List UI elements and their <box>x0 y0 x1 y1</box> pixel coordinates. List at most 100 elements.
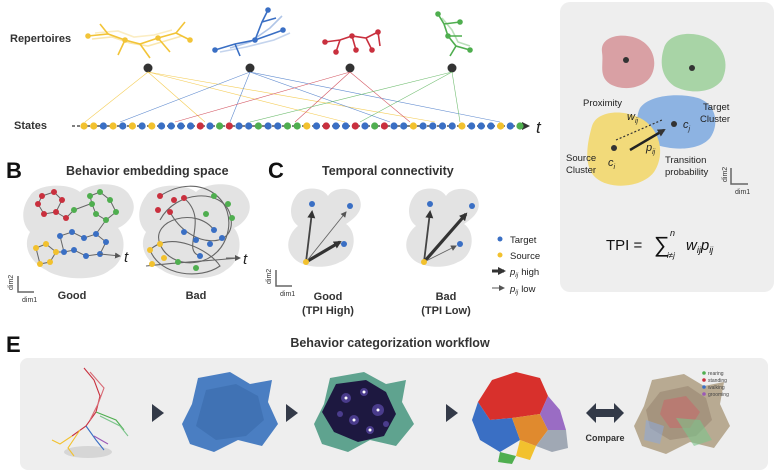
workflow-arrow-3 <box>446 404 458 422</box>
state-dot <box>216 122 224 130</box>
svg-text:∑: ∑ <box>654 232 670 257</box>
panel-c-axes: dim2 dim1 <box>266 269 295 298</box>
target-cluster-label-2: Cluster <box>700 114 730 125</box>
state-dot <box>380 122 388 130</box>
proximity-line <box>615 119 663 141</box>
connectivity-good <box>288 188 361 267</box>
repertoire-node-4 <box>447 63 457 73</box>
cj-label: cj <box>683 119 691 133</box>
transition-label-2: probability <box>665 167 709 178</box>
panel-c-bad-label-1: Bad <box>436 291 457 303</box>
workflow-clusters <box>472 372 568 464</box>
state-sequence <box>80 122 524 130</box>
panel-d: Proximity Target Cluster Source Cluster … <box>560 2 774 292</box>
state-dot <box>274 122 282 130</box>
state-dot <box>283 122 292 130</box>
state-dot <box>458 122 466 130</box>
tpi-formula: TPI = ∑ n i≠j wijpij <box>606 228 714 260</box>
panel-e-letter: E <box>6 332 21 357</box>
cluster-source <box>587 112 661 186</box>
state-dot <box>390 122 398 130</box>
state-dot <box>322 122 330 130</box>
state-dot <box>225 122 233 130</box>
state-dot <box>80 122 88 130</box>
panel-c: C Temporal connectivity Good (TPI High) <box>266 158 540 317</box>
panel-c-letter: C <box>268 158 284 183</box>
connectivity-bad <box>406 188 479 267</box>
svg-text:wijpij: wijpij <box>686 237 714 255</box>
state-dot <box>312 122 321 130</box>
state-dot <box>99 122 107 130</box>
state-dot <box>448 122 456 130</box>
panel-b-dim2: dim2 <box>8 275 15 290</box>
target-cluster-label-1: Target <box>703 102 730 113</box>
panel-c-title: Temporal connectivity <box>322 164 454 178</box>
repertoire-green <box>435 11 473 57</box>
legend-target: Target <box>510 235 537 246</box>
state-dot <box>506 122 514 130</box>
state-dot <box>477 122 485 130</box>
workflow-arrow-1 <box>152 404 164 422</box>
panel-c-dim1: dim1 <box>280 291 295 298</box>
state-dot <box>419 122 427 130</box>
state-dot <box>119 122 127 130</box>
source-cluster-label-2: Cluster <box>566 165 596 176</box>
panel-d-dim1: dim1 <box>735 189 750 196</box>
state-dot <box>157 122 166 130</box>
state-dot <box>245 122 253 130</box>
repertoire-red <box>322 29 381 55</box>
state-dot <box>167 122 175 130</box>
state-dot <box>409 122 417 130</box>
cluster-target-center <box>671 121 677 127</box>
repertoire-connections <box>84 71 501 123</box>
workflow-arrow-2 <box>286 404 298 422</box>
state-dot <box>332 122 340 130</box>
panel-a: Repertoires States <box>10 7 542 137</box>
panel-b-dim1: dim1 <box>22 297 37 304</box>
legend-item-grooming: grooming <box>708 392 729 398</box>
state-dot <box>351 122 359 130</box>
ci-label: ci <box>608 157 616 171</box>
cluster-green <box>661 33 726 92</box>
state-dot <box>487 122 495 130</box>
state-dot <box>468 122 476 130</box>
panel-d-axes: dim2 dim1 <box>722 167 750 196</box>
state-dot <box>109 122 117 130</box>
compare-label: Compare <box>585 433 624 443</box>
legend-source: Source <box>510 251 540 262</box>
panel-c-good-label-1: Good <box>314 291 343 303</box>
state-dot <box>138 122 146 130</box>
panel-e: E Behavior categorization workflow <box>6 332 768 470</box>
workflow-legend: rearing standing walking grooming <box>702 371 729 398</box>
legend-item-walking: walking <box>708 385 725 391</box>
state-dot <box>187 122 195 130</box>
legend-item-rearing: rearing <box>708 371 724 377</box>
state-dot <box>438 122 447 130</box>
embedding-bad: t <box>139 184 250 279</box>
repertoires-label: Repertoires <box>10 33 71 45</box>
panel-b: B Behavior embedding space <box>6 158 250 304</box>
state-dot <box>128 122 136 130</box>
workflow-embedding <box>182 372 278 452</box>
state-dot <box>361 122 369 130</box>
state-dot <box>400 122 408 130</box>
proximity-label: Proximity <box>583 98 622 109</box>
workflow-skeleton <box>51 367 129 458</box>
state-dot <box>148 122 156 130</box>
state-dot <box>293 122 301 130</box>
cluster-green-center <box>689 65 695 71</box>
svg-text:TPI =: TPI = <box>606 237 643 254</box>
panel-b-good-t: t <box>124 249 129 266</box>
cluster-source-center <box>611 145 617 151</box>
state-dot <box>235 122 243 130</box>
states-time-label: t <box>536 118 542 137</box>
state-dot <box>516 122 524 130</box>
transition-arrow <box>629 128 666 152</box>
state-dot <box>206 122 214 130</box>
compare-arrow <box>586 403 624 423</box>
panel-b-letter: B <box>6 158 22 183</box>
state-dot <box>371 122 379 130</box>
source-cluster-label-1: Source <box>566 153 596 164</box>
state-dot <box>90 122 98 130</box>
